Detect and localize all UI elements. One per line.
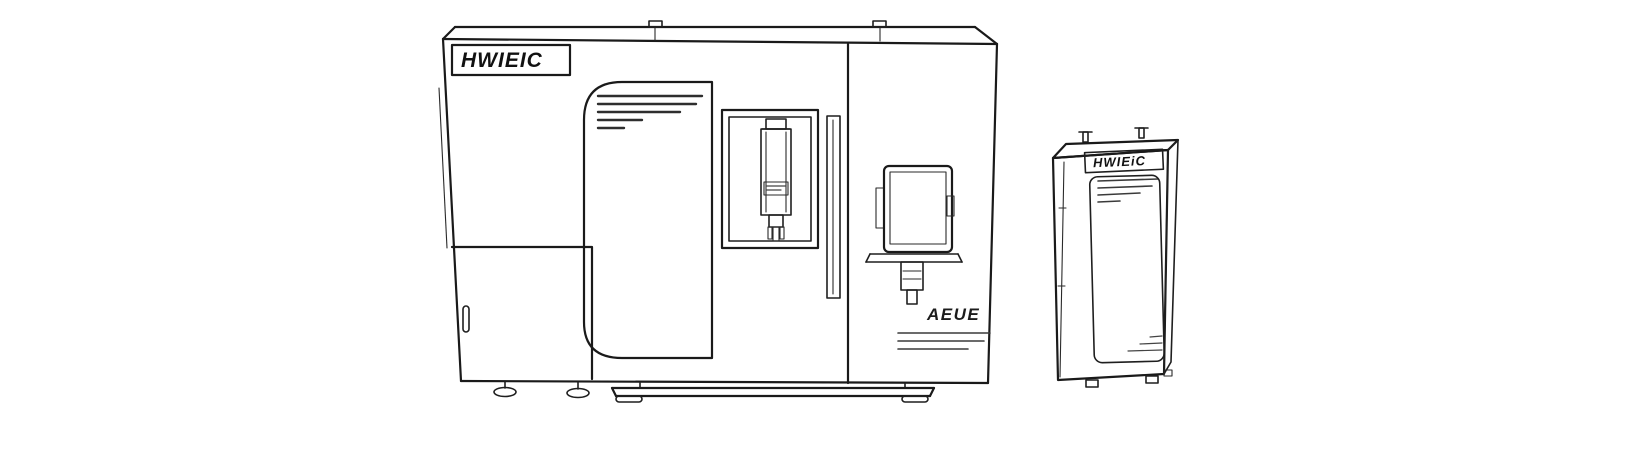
cabinet-bolts xyxy=(1078,127,1149,143)
cabinet-feet xyxy=(1085,369,1173,388)
machine-model-label: AEUE xyxy=(926,305,980,324)
service-door xyxy=(450,245,594,381)
cabinet-illustration: HWIEiC xyxy=(1051,127,1180,388)
machine-top xyxy=(441,20,999,46)
cabinet-fine-print xyxy=(1127,335,1163,352)
cabinet-hinge-strip xyxy=(1057,161,1067,378)
cabinet-spec-lines xyxy=(1097,178,1159,203)
cabinet-door xyxy=(1088,174,1165,364)
spindle xyxy=(760,118,792,242)
fine-print-lines xyxy=(897,332,991,350)
cabinet-side xyxy=(1163,139,1179,375)
machine-illustration: HWIEIC xyxy=(438,20,999,403)
viewport-window xyxy=(720,108,820,250)
base-frame xyxy=(610,382,936,403)
machine-brand-label: HWIEIC xyxy=(461,49,543,72)
monitor-mount xyxy=(875,187,885,229)
spec-text-block xyxy=(596,94,704,130)
machine-body xyxy=(438,37,999,385)
spindle-label xyxy=(763,181,789,196)
center-panel xyxy=(582,80,714,360)
monitor-screen xyxy=(889,171,947,245)
handle-slot xyxy=(826,115,841,299)
cabinet-brand-plate: HWIEiC xyxy=(1083,148,1165,174)
leveling-feet xyxy=(493,381,590,399)
brand-plate: HWIEIC xyxy=(450,43,572,77)
control-pendant xyxy=(865,253,963,305)
door-handle xyxy=(462,305,470,333)
cabinet-front xyxy=(1051,148,1170,382)
control-monitor xyxy=(875,164,955,254)
cabinet-brand-label: HWIEiC xyxy=(1093,153,1147,170)
